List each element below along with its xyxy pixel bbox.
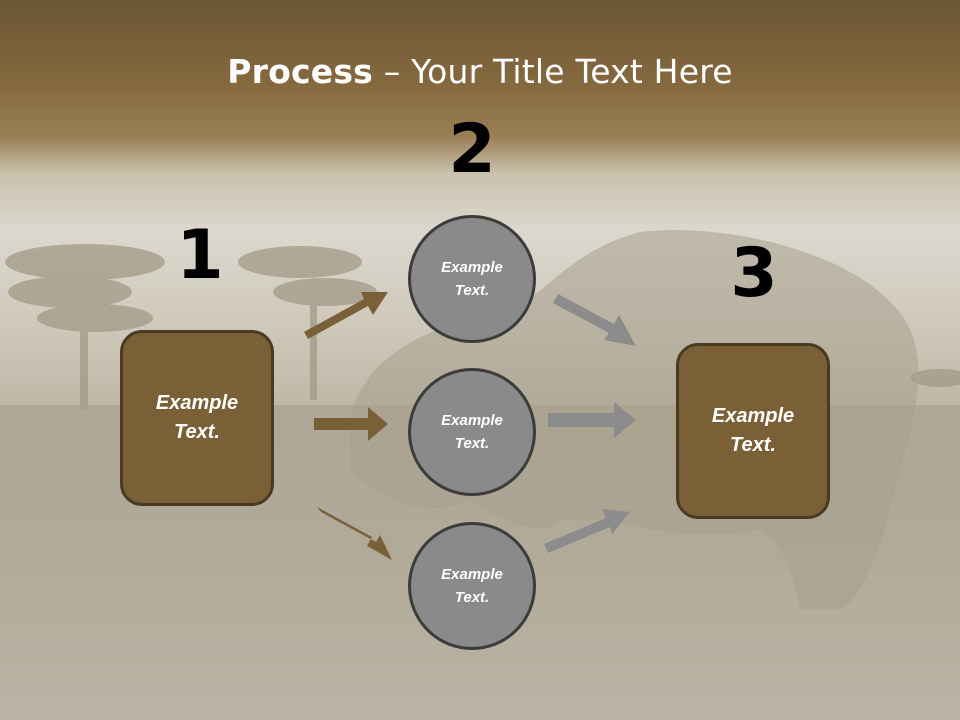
circle-top-text: Example Text. — [441, 259, 503, 299]
step-3-box[interactable]: Example Text. — [676, 343, 830, 519]
circle-bottom-text: Example Text. — [441, 566, 503, 606]
title-rest-part: – Your Title Text Here — [373, 52, 733, 91]
step-1-box[interactable]: Example Text. — [120, 330, 274, 506]
step-number-2: 2 — [448, 110, 496, 189]
title-bold-part: Process — [227, 52, 374, 91]
step-2-circle-bottom[interactable]: Example Text. — [408, 522, 536, 650]
step-number-1: 1 — [176, 216, 224, 295]
step-3-text: Example Text. — [711, 405, 795, 456]
step-number-3: 3 — [730, 234, 778, 313]
step-2-circle-top[interactable]: Example Text. — [408, 215, 536, 343]
slide-title: Process – Your Title Text Here — [0, 52, 960, 91]
circle-middle-text: Example Text. — [441, 412, 503, 452]
step-2-circle-middle[interactable]: Example Text. — [408, 368, 536, 496]
step-1-text: Example Text. — [155, 392, 239, 443]
